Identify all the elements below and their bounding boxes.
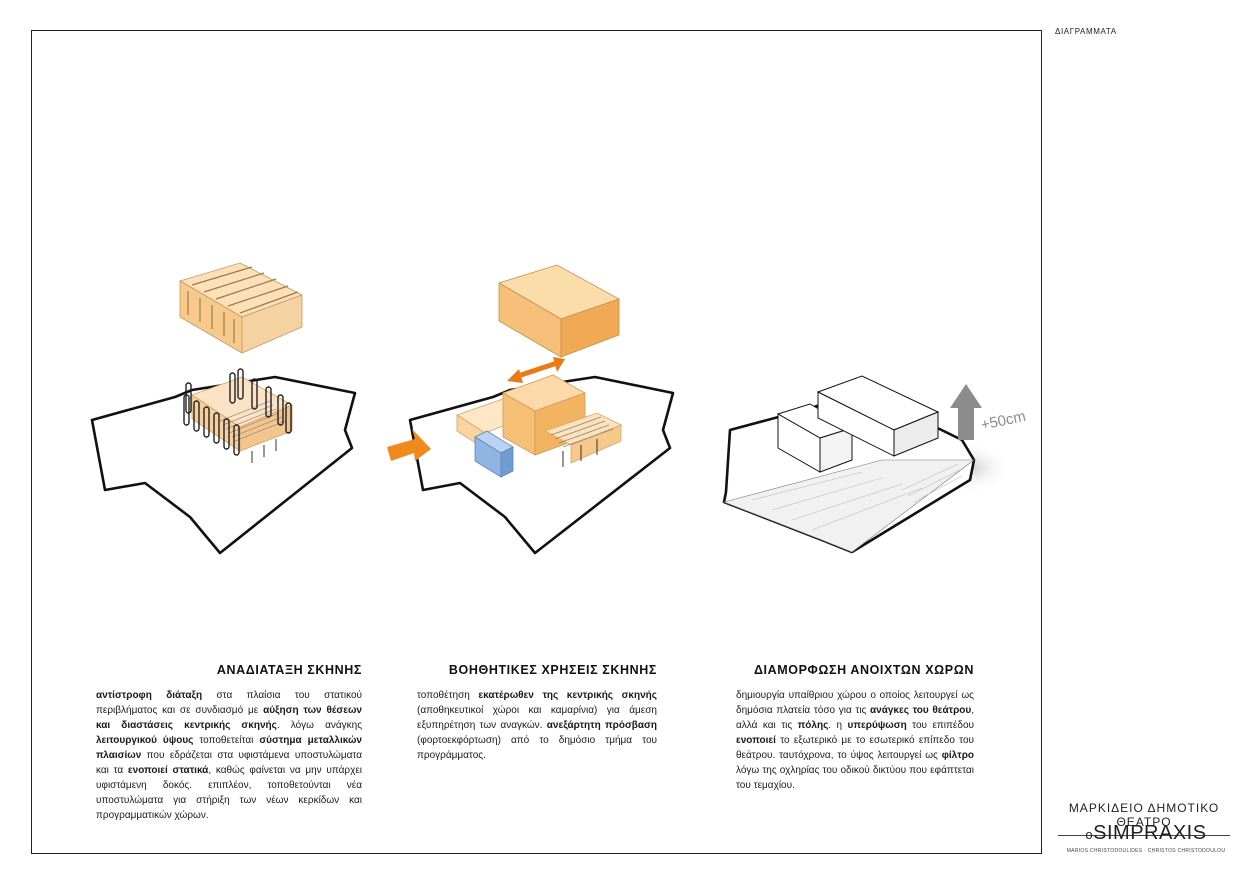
diagram-stage-rearrangement [90,262,357,555]
text-run: αντίστροφη διάταξη [96,690,203,701]
text-run: . η [828,720,848,731]
text-run: σύστημα μεταλλικών πλαισίων [96,735,362,761]
text-run: . λόγω ανάγκης [276,720,363,731]
text-run: λόγω της οχληρίας του οδικού δικτύου που… [736,765,974,791]
text-run: υπερύψωση [847,720,907,731]
panel-3-text: δημιουργία υπαίθριου χώρου ο οποίος λειτ… [736,688,974,793]
panel-2-heading: ΒΟΗΘΗΤΙΚΕΣ ΧΡΗΣΕΙΣ ΣΚΗΝΗΣ [448,663,657,677]
drawing-frame [31,30,1042,854]
text-run: τοποθετείται [193,735,260,746]
text-run: του επιπέδου [906,720,974,731]
text-run: ενοποιεί [736,735,776,746]
text-run: ανάγκες του θεάτρου [870,705,972,716]
text-run: που εδράζεται στα υφιστάμενα υποστυλώματ… [96,750,362,776]
text-run: , καθώς φαίνεται να μην υπάρχει υφιστάμε… [96,765,362,821]
panel-2-text: τοποθέτηση εκατέρωθεν της κεντρικής σκην… [417,688,657,763]
text-run: ανεξάρτητη πρόσβαση [546,720,657,731]
text-run: στα πλαίσια του στατικού περιβλήματος κα… [96,690,363,716]
double-arrow-icon [507,357,565,383]
text-run: (φορτοεκφόρτωση) από το δημόσιο τμήμα το… [417,735,657,761]
entry-arrow-icon [387,429,431,461]
logo-mark: o [1085,827,1094,842]
panel-1-text: αντίστροφη διάταξη στα πλαίσια του στατι… [96,688,362,823]
text-run: φίλτρο [941,750,974,761]
text-run: , αλλά και τις [736,705,974,731]
elevation-label: +50cm [979,408,1027,434]
text-run: εκατέρωθεν της κεντρικής σκηνής [478,690,657,701]
text-run: τοποθέτηση [417,690,479,701]
section-label: ΔΙΑΓΡΑΜΜΑΤΑ [1055,27,1117,36]
text-run: λειτουργικού ύψους [96,735,194,746]
text-run: πόλης [797,720,829,731]
text-run: το εξωτερικό με το εσωτερικό επίπεδο του… [736,735,974,761]
up-arrow-icon [950,384,982,440]
diagram-auxiliary-uses [387,264,675,555]
text-run: (αποθηκευτικοί χώροι και καμαρίνια) για … [417,705,657,731]
diagram-open-spaces: +50cm [722,375,1027,554]
panel-3-heading: ΔΙΑΜΟΡΦΩΣΗ ΑΝΟΙΧΤΩΝ ΧΩΡΩΝ [753,663,974,677]
logo-text: SIMPRAXIS [1093,822,1207,844]
text-run: αύξηση των θέσεων και διαστάσεις κεντρικ… [96,705,362,731]
text-run: δημιουργία υπαίθριου χώρου ο οποίος λειτ… [736,690,974,716]
panel-1-heading: ΑΝΑΔΙΑΤΑΞΗ ΣΚΗΝΗΣ [216,663,362,677]
credits: MARIOS CHRISTODOULIDES · CHRISTOS CHRIST… [1066,848,1226,854]
firm-logo: oSIMPRAXIS [1062,822,1230,845]
text-run: ενοποιεί στατικά [127,765,209,776]
project-title: ΜΑΡΚΙΔΕΙΟ ΔΗΜΟΤΙΚΟ ΘΕΑΤΡΟ [1058,801,1230,836]
